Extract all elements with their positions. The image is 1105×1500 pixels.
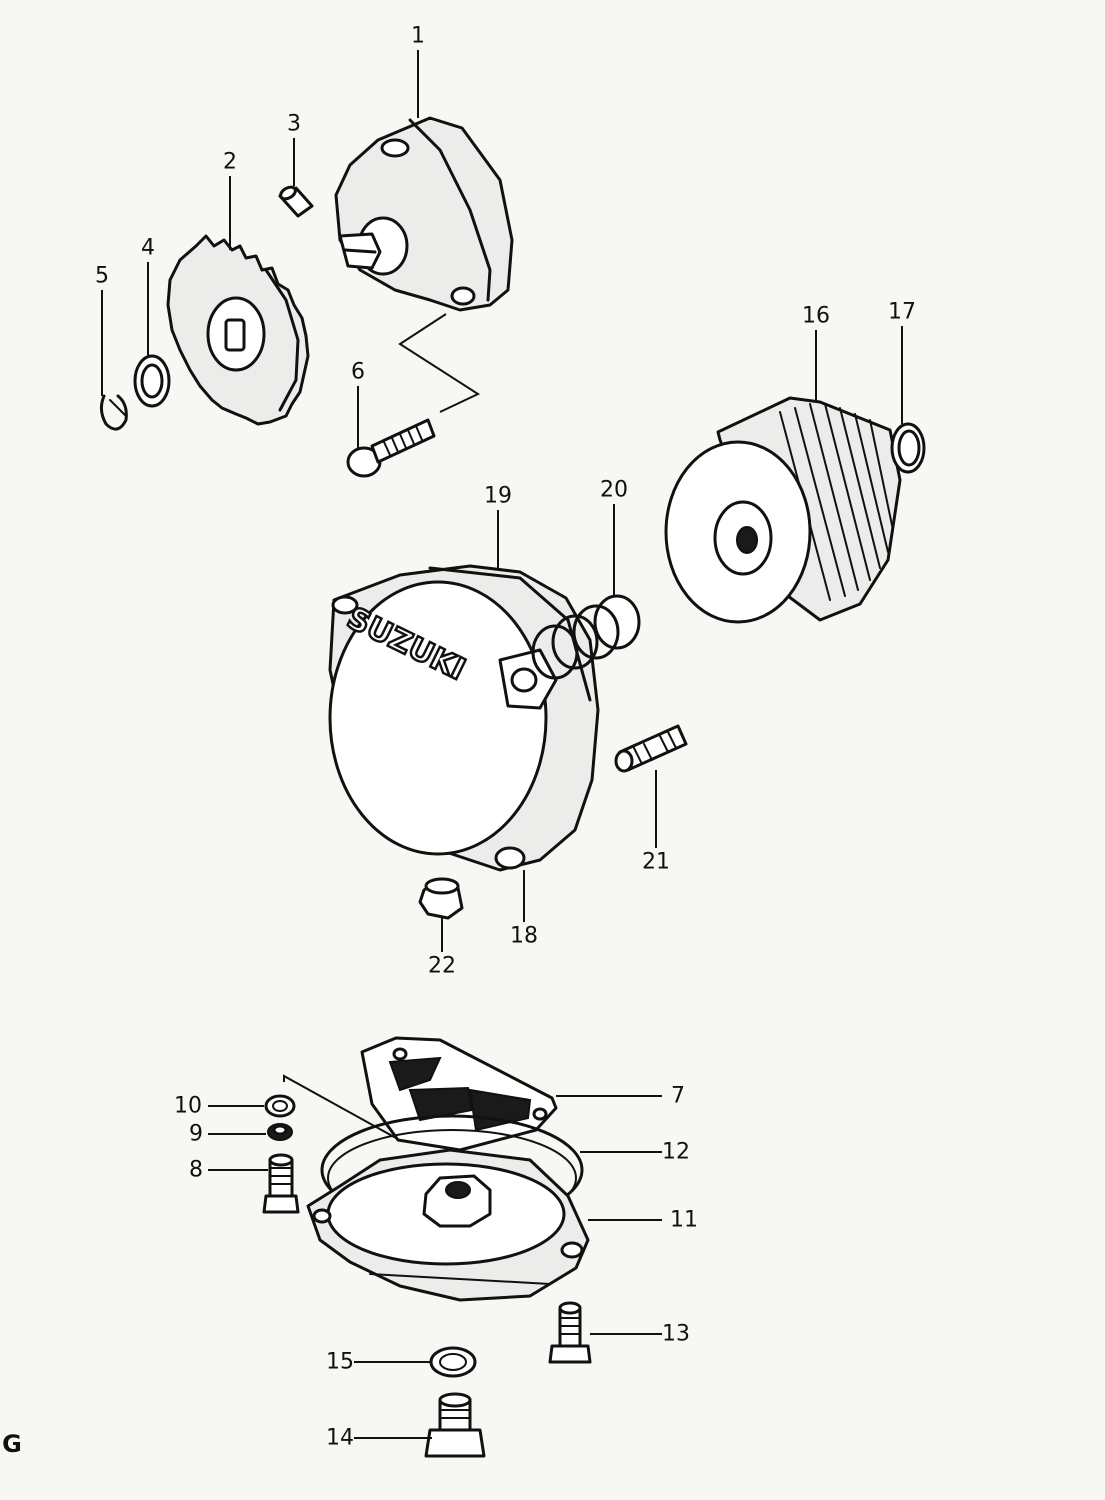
assembly-guide-line — [398, 313, 481, 413]
strainer-bolt — [262, 1153, 300, 1214]
drain-plug — [424, 1392, 486, 1458]
small-washer — [264, 1094, 296, 1118]
part-label-21: 21 — [642, 850, 670, 875]
leader-lines — [101, 50, 903, 1439]
lock-washer — [267, 1123, 293, 1141]
part-label-11: 11 — [670, 1208, 698, 1233]
part-label-22: 22 — [428, 954, 456, 979]
part-label-7: 7 — [671, 1084, 685, 1109]
part-label-9: 9 — [189, 1122, 203, 1147]
part-label-4: 4 — [141, 236, 155, 261]
oil-strainer — [360, 1036, 558, 1152]
page-corner-mark: G — [2, 1430, 22, 1458]
part-number-labels: 1 2 3 4 5 6 7 8 9 10 11 12 13 14 15 16 1… — [95, 24, 916, 1451]
part-label-15: 15 — [326, 1350, 354, 1375]
part-label-13: 13 — [662, 1322, 690, 1347]
oil-pump-body — [334, 116, 514, 312]
part-label-12: 12 — [662, 1140, 690, 1165]
part-label-14: 14 — [326, 1426, 354, 1451]
part-label-8: 8 — [189, 1158, 203, 1183]
oil-filter-cap: SUZUKI — [328, 564, 600, 872]
part-label-16: 16 — [802, 304, 830, 329]
part-label-19: 19 — [484, 484, 512, 509]
filter-spring — [531, 594, 641, 680]
part-label-20: 20 — [600, 478, 628, 503]
part-label-2: 2 — [223, 150, 237, 175]
oil-pan-bolt — [548, 1301, 592, 1364]
part-label-18: 18 — [510, 924, 538, 949]
oil-pan — [306, 1148, 590, 1302]
cap-nut — [418, 877, 464, 920]
part-label-3: 3 — [287, 112, 301, 137]
oil-filter-element — [664, 396, 902, 624]
dowel-pin — [278, 185, 314, 218]
pump-screw — [346, 418, 436, 478]
part-label-17: 17 — [888, 300, 916, 325]
pump-drive-gear — [166, 234, 310, 426]
filter-o-ring — [890, 422, 926, 474]
part-label-6: 6 — [351, 360, 365, 385]
part-label-1: 1 — [411, 24, 425, 49]
circlip — [99, 394, 128, 431]
stud-bolt — [614, 724, 688, 773]
gear-washer — [133, 354, 171, 408]
part-label-5: 5 — [95, 264, 109, 289]
drain-plug-gasket — [429, 1346, 477, 1378]
part-label-10: 10 — [174, 1094, 202, 1119]
